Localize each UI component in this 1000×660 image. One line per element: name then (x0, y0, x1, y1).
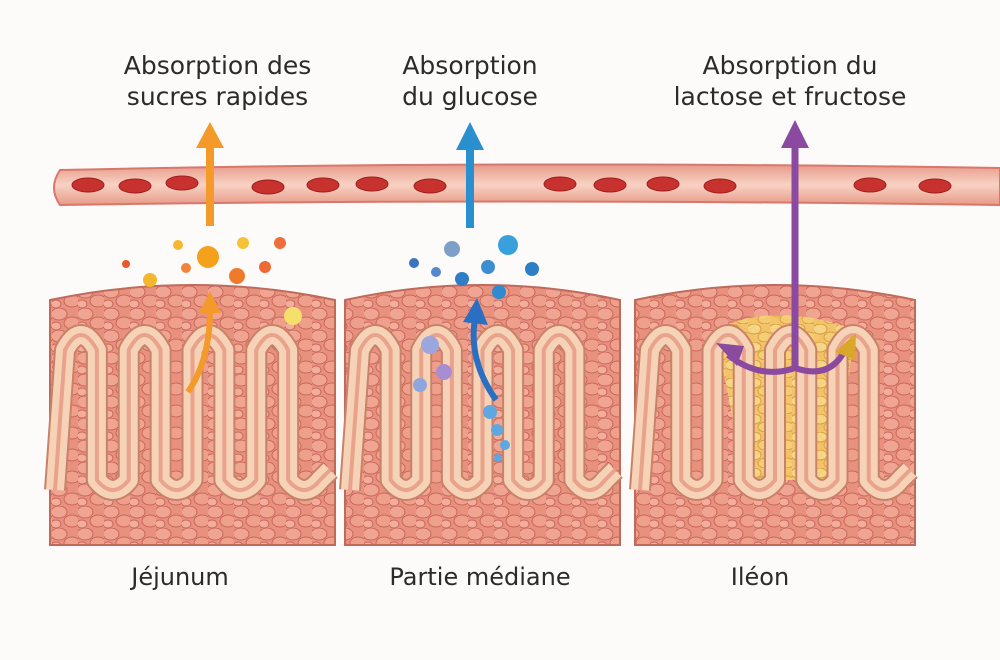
arrow-glucose-absorption (456, 122, 499, 402)
tissue-jejunum (44, 284, 338, 546)
red-blood-cell (251, 179, 285, 195)
red-blood-cell (853, 177, 887, 193)
tissue-ileon (629, 284, 918, 546)
arrow-lactose-fructose-absorption (716, 120, 856, 375)
label-median-part: Partie médiane (389, 563, 571, 591)
red-blood-cells (71, 175, 952, 195)
label-jejunum: Jéjunum (131, 563, 229, 591)
blood-vessel (53, 163, 1000, 207)
red-blood-cell (593, 177, 627, 193)
red-blood-cell (413, 178, 447, 194)
arrow-sugar-absorption (185, 122, 224, 394)
red-blood-cell (118, 178, 152, 194)
glucose-particles-blue (409, 235, 539, 462)
red-blood-cell (703, 178, 737, 194)
red-blood-cell (355, 176, 389, 192)
red-blood-cell (543, 176, 577, 192)
tissue-median (339, 284, 623, 546)
red-blood-cell (646, 176, 680, 192)
red-blood-cell (306, 177, 340, 193)
red-blood-cell (165, 175, 199, 191)
red-blood-cell (71, 177, 105, 193)
sugar-particles-orange (122, 237, 302, 325)
label-ileon: Iléon (730, 563, 790, 591)
red-blood-cell (918, 178, 952, 194)
